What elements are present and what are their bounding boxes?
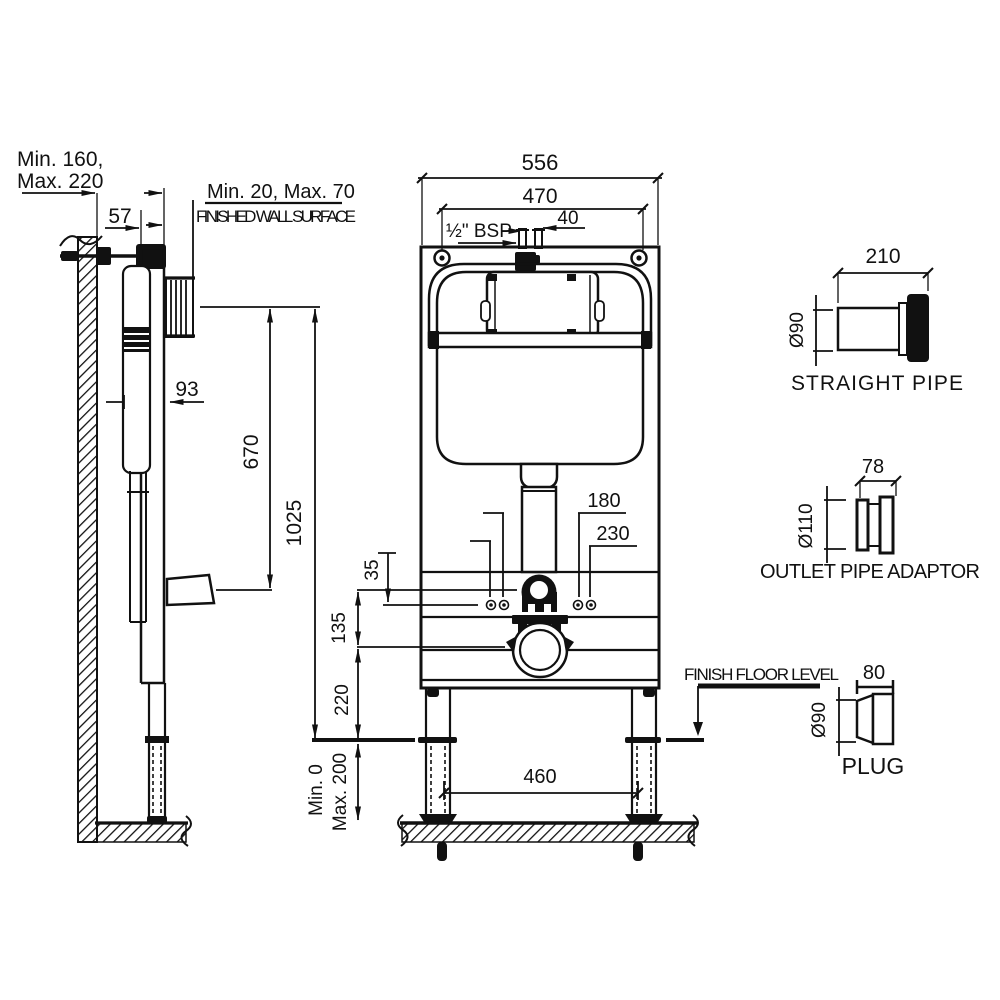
finished-wall-surface-label: FINISHED WALL SURFACE: [196, 207, 356, 226]
leg-foot-side: [147, 816, 167, 823]
adaptor-diameter-label: Ø110: [796, 503, 817, 548]
cistern-side-profile: [121, 264, 152, 475]
dim-depth-min-label: Min. 160,: [17, 148, 103, 171]
front-left-dimensions: 35 135 220 Min. 0 Max. 200: [306, 552, 517, 831]
floor-section-front: [397, 814, 699, 847]
outlet-pipe-adaptor-label: OUTLET PIPE ADAPTOR: [760, 561, 980, 583]
dim-460-group: 460: [438, 766, 644, 800]
dim-670-label: 670: [240, 434, 263, 469]
outlet-pipe-clamp: [506, 615, 574, 679]
plug-length-label: 80: [863, 662, 885, 684]
dim-57-label: 57: [108, 205, 131, 228]
wall-anchor-bolt: [60, 244, 166, 269]
dim-1025-label: 1025: [283, 500, 306, 547]
wall-break-line: [59, 235, 103, 247]
floor-break-line: [180, 815, 192, 847]
flush-pipe-front: [520, 485, 558, 574]
cistern-rail: [427, 331, 653, 349]
flush-plate-side: [163, 276, 195, 338]
floor-bolt-right: [633, 842, 643, 861]
dim-220-label: 220: [332, 684, 353, 716]
dim-finish-range-label: Min. 20, Max. 70: [207, 181, 355, 203]
dim-460-label: 460: [523, 766, 556, 788]
legs-front: [418, 688, 663, 861]
finish-floor-label: FINISH FLOOR LEVEL: [684, 665, 839, 684]
accessory-straight-pipe: 210 Ø90 STRAIGHT PIPE: [787, 245, 963, 395]
plug-shape: [855, 692, 895, 746]
outlet-stub-side: [165, 573, 216, 607]
frame-front: [419, 245, 661, 690]
flush-pipe-side: [127, 471, 149, 623]
leg-foot-right: [625, 814, 663, 822]
leg-lock-pin-right: [625, 737, 661, 743]
straight-pipe-label: STRAIGHT PIPE: [791, 372, 963, 395]
dim-depth-max-label: Max. 220: [17, 170, 103, 193]
inlet-bsp-label: ½" BSP: [446, 221, 512, 242]
dim-230-label: 230: [596, 523, 629, 545]
leg-side: [145, 683, 169, 823]
front-top-dimensions: 556 470 40 ½" BSP: [416, 150, 664, 250]
floor-break-right: [687, 814, 699, 847]
accessory-outlet-pipe-adaptor: 78 Ø110 OUTLET PIPE ADAPTOR: [760, 456, 980, 583]
dim-40-label: 40: [557, 208, 578, 229]
floor-break-left: [397, 814, 409, 847]
dim-470-label: 470: [522, 185, 557, 208]
window-side-tab-left: [480, 300, 491, 322]
dim-93-label: 93: [175, 378, 198, 401]
leg-foot-left: [419, 814, 457, 822]
side-view: Min. 160, Max. 220 57 Min. 20, Max. 70 F…: [17, 148, 356, 847]
fixing-holes: [485, 599, 597, 611]
adaptor-shape: [855, 495, 895, 555]
finish-floor-arrow: [693, 722, 703, 736]
dim-180-label: 180: [587, 490, 620, 512]
dim-leg-min-label: Min. 0: [306, 764, 327, 816]
accessory-plug: 80 Ø90 PLUG: [809, 662, 904, 779]
straight-pipe-diameter-label: Ø90: [787, 312, 808, 348]
cistern-front: [427, 262, 653, 491]
flush-plate-window: [485, 270, 600, 339]
dim-556-label: 556: [522, 150, 559, 175]
straight-pipe-shape: [836, 294, 929, 362]
flush-bend-bracket: [521, 574, 557, 612]
front-view: 556 470 40 ½" BSP: [306, 150, 839, 861]
dim-135-label: 135: [329, 612, 350, 644]
hole-spacing-dimensions: 180 230: [470, 490, 637, 597]
plug-label: PLUG: [842, 753, 905, 779]
dim-35-label: 35: [362, 559, 383, 580]
inlet-valve-fitting: [515, 252, 536, 271]
flush-elbow: [519, 462, 559, 491]
floor-section-side: [95, 815, 192, 847]
wall-section: [59, 235, 103, 843]
plug-diameter-label: Ø90: [809, 702, 830, 738]
window-side-tab-right: [594, 300, 605, 322]
adaptor-length-label: 78: [862, 456, 884, 478]
dim-leg-max-label: Max. 200: [330, 753, 351, 831]
finish-floor-callout: FINISH FLOOR LEVEL: [666, 665, 839, 742]
leg-lock-pin-side: [145, 736, 169, 743]
straight-pipe-length-label: 210: [865, 245, 900, 268]
side-dimensions: Min. 160, Max. 220 57 Min. 20, Max. 70 F…: [17, 148, 356, 739]
leg-lock-pin-left: [418, 737, 457, 743]
floor-bolt-left: [437, 842, 447, 861]
